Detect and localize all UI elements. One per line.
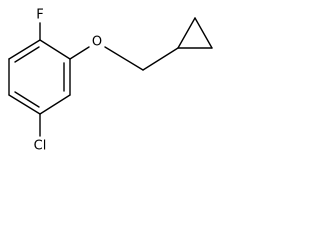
- bond-c2-oxygen: [69, 46, 90, 60]
- ring-bond-c1-c2: [39, 39, 71, 60]
- bond-ch2-cyclopropyl: [142, 47, 179, 71]
- cyclopropyl-bond-2: [194, 17, 213, 49]
- fluorine-atom-label: F: [36, 8, 43, 23]
- ring-bond-c6-c1: [8, 39, 41, 60]
- ring-bond-c4-c5: [8, 94, 41, 115]
- cyclopropyl-bond-1: [177, 17, 196, 49]
- ring-double-bond-c6-c1: [14, 46, 40, 63]
- ring-double-bond-c4-c5: [14, 91, 40, 108]
- bond-oxygen-ch2: [104, 46, 144, 71]
- oxygen-atom-label: O: [92, 35, 102, 50]
- chlorine-atom-label: Cl: [34, 139, 47, 154]
- structure-diagram: F O Cl: [8, 8, 213, 154]
- ring-bond-c3-c4: [39, 94, 71, 115]
